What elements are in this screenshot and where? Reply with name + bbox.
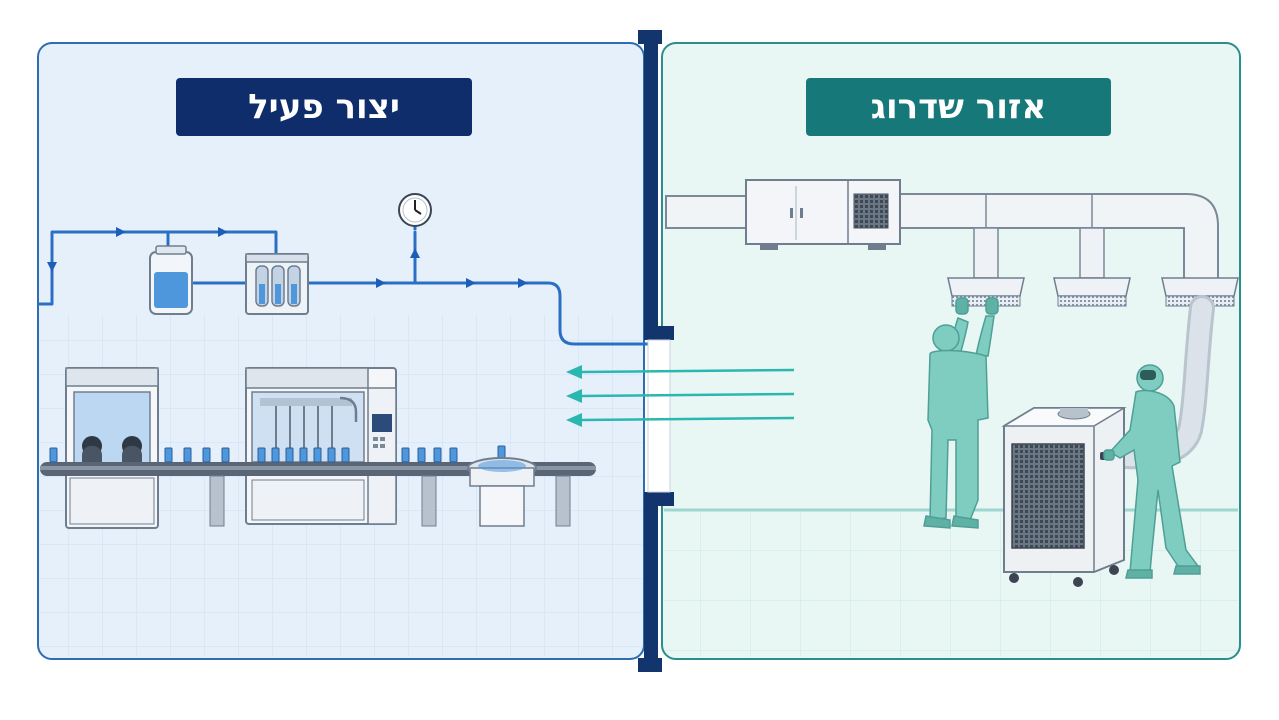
vial-icon (257, 447, 266, 463)
vial-icon (417, 447, 426, 463)
vial-icon (341, 447, 350, 463)
conveyor-belt-icon (40, 462, 596, 527)
airflow-arrows (566, 365, 795, 427)
air-handling-unit-icon (745, 179, 901, 250)
vial-icon (49, 447, 58, 463)
vial-icon (271, 447, 280, 463)
flow-arrow-icon (116, 227, 126, 237)
filter-housing-icon (245, 253, 309, 315)
airflow-arrow-icon (566, 413, 795, 427)
portable-air-unit-icon (1001, 407, 1127, 587)
pipe-flow-arrows (47, 227, 528, 288)
vial-icon (433, 447, 442, 463)
technician-cleanroom-suit-icon (1103, 364, 1201, 579)
vial-icon (299, 447, 308, 463)
isolator-glovebox-icon (65, 367, 159, 529)
water-tank-icon (149, 245, 193, 315)
flow-arrow-icon (376, 278, 386, 288)
technician-cleanroom-suit-icon (923, 297, 999, 529)
vial-icon (183, 447, 192, 463)
vials (49, 445, 506, 463)
rotary-table-icon (467, 457, 537, 527)
flow-arrow-icon (518, 278, 528, 288)
ventilation-duct-icon (665, 193, 1219, 291)
active-production-title: יצור פעיל (176, 78, 472, 136)
partition-opening (647, 339, 671, 493)
airflow-arrow-icon (566, 389, 795, 403)
vial-icon (449, 447, 458, 463)
flow-arrow-icon (466, 278, 476, 288)
vial-icon (164, 447, 173, 463)
flow-arrow-icon (47, 262, 57, 272)
partition-wall (638, 30, 674, 672)
vial-icon (313, 447, 322, 463)
flow-arrow-icon (218, 227, 228, 237)
vial-icon (401, 447, 410, 463)
hepa-diffuser-icon (1053, 277, 1131, 307)
airflow-arrow-icon (566, 365, 795, 379)
vial-icon (327, 447, 336, 463)
filling-machine-icon (245, 367, 397, 525)
upgrade-zone-title: אזור שדרוג (806, 78, 1111, 136)
flow-arrow-icon (410, 248, 420, 258)
vial-icon (202, 447, 211, 463)
vial-icon (221, 447, 230, 463)
pressure-gauge-icon (398, 193, 432, 230)
vial-icon (285, 447, 294, 463)
